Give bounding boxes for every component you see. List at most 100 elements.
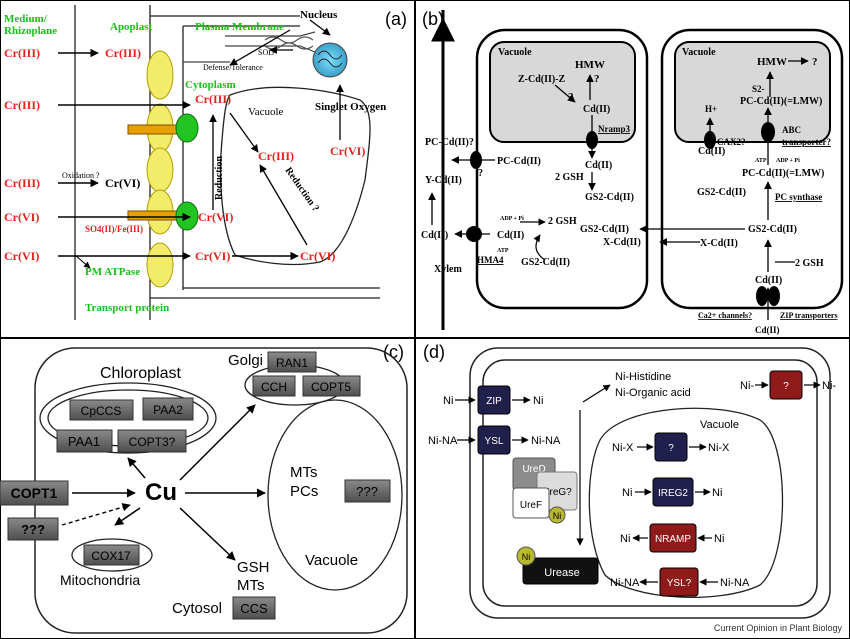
panel-d: (d) Vacuole ZIP Ni Ni YSL Ni-NA Ni-NA Ni… <box>423 342 842 633</box>
svg-text:Vacuole: Vacuole <box>305 552 358 569</box>
svg-text:UreG?: UreG? <box>542 487 572 498</box>
svg-text:YSL: YSL <box>485 436 504 447</box>
svg-text:CCH: CCH <box>261 380 287 394</box>
svg-text:Oxidation ?: Oxidation ? <box>62 171 100 180</box>
svg-text:Vacuole: Vacuole <box>498 47 532 58</box>
svg-text:COX17: COX17 <box>91 549 131 563</box>
svg-text:2 GSH: 2 GSH <box>548 216 577 227</box>
svg-text:?: ? <box>594 73 600 85</box>
svg-text:Reduction: Reduction <box>214 156 225 200</box>
svg-text:Cr(III): Cr(III) <box>195 92 231 106</box>
svg-text:Ni-X: Ni-X <box>612 442 634 454</box>
svg-text:Nramp3: Nramp3 <box>598 124 630 134</box>
svg-text:Ni-: Ni- <box>740 380 754 392</box>
svg-text:Ca2+ channels?: Ca2+ channels? <box>698 311 752 320</box>
svg-text:Cd(II): Cd(II) <box>755 275 782 286</box>
svg-text:Cr(III): Cr(III) <box>4 176 40 190</box>
svg-text:Cr(VI): Cr(VI) <box>4 210 39 224</box>
cell-inner-d <box>482 359 818 607</box>
svg-text:IREG2: IREG2 <box>658 488 688 499</box>
svg-text:GS2-Cd(II): GS2-Cd(II) <box>580 224 629 235</box>
svg-text:PM ATPase: PM ATPase <box>85 266 140 278</box>
svg-text:Ni-NA: Ni-NA <box>720 577 750 589</box>
svg-text:COPT5: COPT5 <box>311 380 351 394</box>
svg-text:PAA2: PAA2 <box>153 403 183 417</box>
svg-text:X-Cd(II): X-Cd(II) <box>603 237 641 248</box>
svg-text:Reduction ?: Reduction ? <box>283 165 321 213</box>
panel-c-tag: (c) <box>383 342 404 362</box>
svg-text:Xylem: Xylem <box>434 264 462 275</box>
cr3-label: Cr(III) <box>4 46 40 60</box>
svg-text:Ni-NA: Ni-NA <box>531 435 561 447</box>
svg-text:Cr(III): Cr(III) <box>258 149 294 163</box>
svg-text:CCS: CCS <box>240 601 268 616</box>
svg-text:Mitochondria: Mitochondria <box>60 572 140 588</box>
svg-text:?: ? <box>783 381 789 392</box>
transporter-1 <box>146 50 174 100</box>
cu-label: Cu <box>145 479 177 506</box>
green-protein-1 <box>175 113 199 143</box>
svg-text:Urease: Urease <box>544 567 579 579</box>
cell-left <box>475 28 649 310</box>
svg-text:ABC: ABC <box>782 125 801 135</box>
svg-text:2 GSH: 2 GSH <box>555 172 584 183</box>
svg-text:Vacuole: Vacuole <box>682 47 716 58</box>
svg-text:Ni-Histidine: Ni-Histidine <box>615 371 671 383</box>
svg-text:transporter?: transporter? <box>782 137 831 147</box>
svg-text:Cr(VI): Cr(VI) <box>105 176 140 190</box>
svg-text:X-Cd(II): X-Cd(II) <box>700 238 738 249</box>
green-protein-2 <box>175 201 199 231</box>
svg-text:Cr(III): Cr(III) <box>105 46 141 60</box>
panel-d-tag: (d) <box>423 342 445 362</box>
svg-text:Chloroplast: Chloroplast <box>100 365 181 382</box>
svg-text:PCs: PCs <box>290 483 318 500</box>
svg-text:CAX2?: CAX2? <box>717 137 746 147</box>
svg-text:Medium/: Medium/ <box>4 13 48 25</box>
svg-text:MTs: MTs <box>290 464 318 481</box>
svg-text:PC-Cd(II)?: PC-Cd(II)? <box>425 137 474 148</box>
svg-text:Ni: Ni <box>522 552 531 562</box>
svg-text:Ni: Ni <box>443 395 453 407</box>
svg-text:Nucleus: Nucleus <box>300 9 338 21</box>
svg-text:UreF: UreF <box>520 500 542 511</box>
svg-text:???: ??? <box>21 522 45 537</box>
panel-a-tag: (a) <box>385 9 407 29</box>
svg-text:COPT3?: COPT3? <box>129 435 176 449</box>
svg-text:HMA4: HMA4 <box>477 255 504 265</box>
svg-text:UreD: UreD <box>522 464 545 475</box>
svg-text:Cr(VI): Cr(VI) <box>198 210 233 224</box>
svg-text:ATP: ATP <box>755 158 767 164</box>
svg-text:SO4(II)/Fe(III): SO4(II)/Fe(III) <box>85 224 143 234</box>
panel-a: (a) <box>4 5 407 320</box>
svg-text:PC synthase: PC synthase <box>775 192 822 202</box>
svg-text:Cytoplasm: Cytoplasm <box>185 79 236 91</box>
vacuole-shape <box>219 86 371 266</box>
svg-text:CpCCS: CpCCS <box>81 404 122 418</box>
svg-text:RAN1: RAN1 <box>276 356 308 370</box>
svg-text:?: ? <box>668 443 674 454</box>
svg-text:Z-Cd(II)-Z: Z-Cd(II)-Z <box>518 74 566 85</box>
svg-text:Cr(VI): Cr(VI) <box>195 249 230 263</box>
transporter-3 <box>146 147 174 193</box>
svg-text:PC-Cd(II)(=LMW): PC-Cd(II)(=LMW) <box>742 168 824 179</box>
svg-text:Rhizoplane: Rhizoplane <box>4 25 57 37</box>
svg-text:Cr(VI): Cr(VI) <box>4 249 39 263</box>
panel-c: (c) Chloroplast CpCCS PAA2 PAA1 COPT3? G… <box>0 342 408 634</box>
svg-text:S2-: S2- <box>752 84 765 94</box>
svg-text:Cd(II): Cd(II) <box>583 104 610 115</box>
credit-text: Current Opinion in Plant Biology <box>714 623 843 633</box>
svg-text:Ni: Ni <box>714 533 724 545</box>
svg-text:?: ? <box>812 56 818 68</box>
svg-text:HMW: HMW <box>575 59 605 71</box>
svg-text:MTs: MTs <box>237 577 265 594</box>
svg-text:ZIP: ZIP <box>486 396 502 407</box>
svg-text:GS2-Cd(II): GS2-Cd(II) <box>585 192 634 203</box>
svg-text:2 GSH: 2 GSH <box>795 258 824 269</box>
nucleus-shape <box>312 42 348 78</box>
svg-text:Singlet Oxygen: Singlet Oxygen <box>315 101 386 113</box>
vacuole-d <box>588 407 784 598</box>
svg-text:Cd(II): Cd(II) <box>755 325 780 335</box>
chloroplast-outer <box>39 382 217 454</box>
svg-text:Cd(II): Cd(II) <box>698 146 725 157</box>
